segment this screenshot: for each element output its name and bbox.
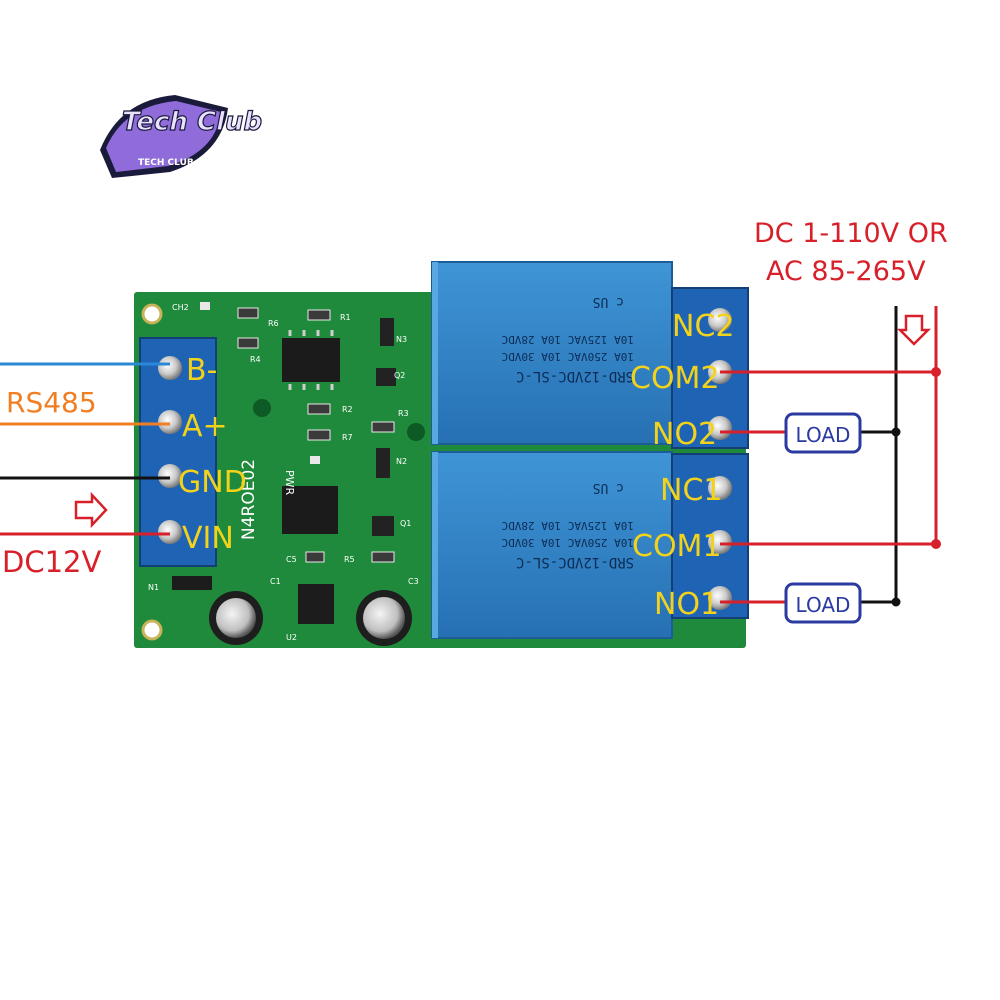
screw-terminal-no2 (708, 416, 732, 440)
board-marking: N4ROE02 (239, 459, 259, 540)
silk-ref: N2 (396, 457, 407, 466)
silk-ref: Q2 (394, 371, 405, 380)
silk-ref: C5 (286, 555, 297, 564)
screw-terminal-b (158, 356, 182, 380)
tech-club-logo: Tech Club TECH CLUB (100, 95, 263, 178)
ic-transceiver (282, 338, 340, 382)
screw-terminal-a (158, 410, 182, 434)
voltage-regulator (298, 584, 334, 624)
relay-spec: 10A 250VAC 10A 30VDC (502, 536, 634, 549)
silk-ref: N1 (148, 583, 159, 592)
silk-ref: R6 (268, 319, 279, 328)
silk-ref: C1 (270, 577, 281, 586)
label-gnd: GND (178, 465, 247, 500)
load-box-1: LOAD (784, 582, 862, 624)
relay-1: SRD-12VDC-SL-C 10A 250VAC 10A 30VDC 10A … (431, 451, 673, 639)
silk-ref: R2 (342, 405, 353, 414)
input-terminal-block (139, 337, 217, 567)
relay-2: SRD-12VDC-SL-C 10A 250VAC 10A 30VDC 10A … (431, 261, 673, 445)
label-no1: NO1 (654, 587, 719, 622)
label-b-minus: B- (186, 353, 217, 388)
label-vin: VIN (182, 521, 234, 556)
label-com2: COM2 (630, 361, 720, 396)
relay-cert: c US (593, 480, 624, 495)
silk-ref: R5 (344, 555, 355, 564)
input-arrow-icon (74, 491, 108, 529)
load-label: LOAD (796, 593, 851, 617)
silk-pwr: PWR (283, 470, 296, 496)
screw-terminal-no1 (708, 586, 732, 610)
relay-model: SRD-12VDC-SL-C (516, 368, 634, 384)
silk-ref: R3 (398, 409, 409, 418)
screw-terminal-gnd (158, 464, 182, 488)
label-supply-line1: DC 1-110V OR (754, 218, 948, 249)
label-no2: NO2 (652, 417, 717, 452)
logo-subtext: TECH CLUB (138, 158, 194, 168)
label-nc1: NC1 (660, 473, 722, 508)
load-label: LOAD (796, 423, 851, 447)
ic-optocoupler (282, 486, 338, 534)
silk-ref: R4 (250, 355, 261, 364)
label-dc12v: DC12V (2, 545, 101, 579)
supply-arrow-icon (896, 314, 932, 346)
relay-spec: 10A 250VAC 10A 30VDC (502, 350, 634, 363)
silk-ch2: CH2 (172, 303, 189, 312)
relay-model: SRD-12VDC-SL-C (516, 554, 634, 570)
load-box-2: LOAD (784, 412, 862, 454)
label-nc2: NC2 (672, 309, 734, 344)
label-a-plus: A+ (182, 409, 228, 444)
screw-terminal-com1 (708, 530, 732, 554)
logo-text: Tech Club (122, 107, 262, 137)
silk-ref: R1 (340, 313, 351, 322)
silk-ref: N3 (396, 335, 407, 344)
relay-spec: 10A 125VAC 10A 28VDC (502, 519, 634, 532)
relay-terminal-block-2 (671, 287, 749, 449)
silk-ref: R7 (342, 433, 353, 442)
relay-spec: 10A 125VAC 10A 28VDC (502, 333, 634, 346)
screw-terminal-vin (158, 520, 182, 544)
screw-terminal-nc1 (708, 476, 732, 500)
silk-ref: U2 (286, 633, 297, 642)
label-supply-line2: AC 85-265V (766, 256, 926, 287)
output-wiring (720, 306, 941, 607)
label-rs485: RS485 (6, 386, 97, 419)
silk-ref: Q1 (400, 519, 411, 528)
screw-terminal-nc2 (708, 308, 732, 332)
silk-ref: C3 (408, 577, 419, 586)
label-com1: COM1 (632, 529, 722, 564)
relay-cert: c US (593, 294, 624, 309)
relay-terminal-block-1 (671, 453, 749, 619)
